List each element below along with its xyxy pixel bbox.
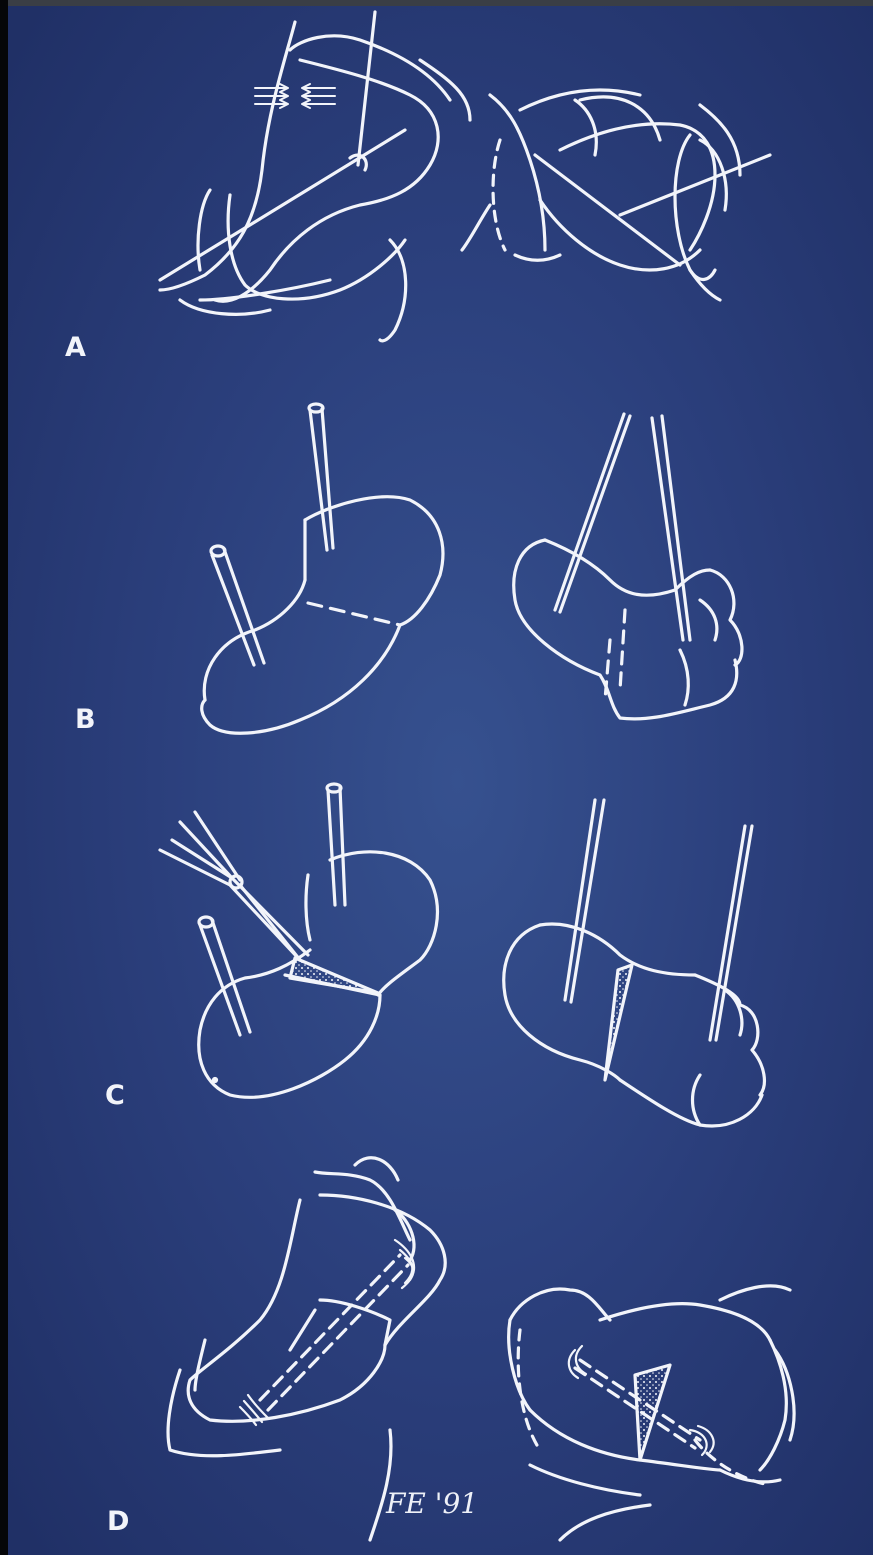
panel-label-c: C (105, 1080, 125, 1111)
panel-label-d: D (107, 1506, 129, 1537)
panel-label-b: B (75, 704, 96, 735)
artist-signature: FE '91 (385, 1487, 478, 1520)
panel-label-a: A (65, 332, 86, 363)
